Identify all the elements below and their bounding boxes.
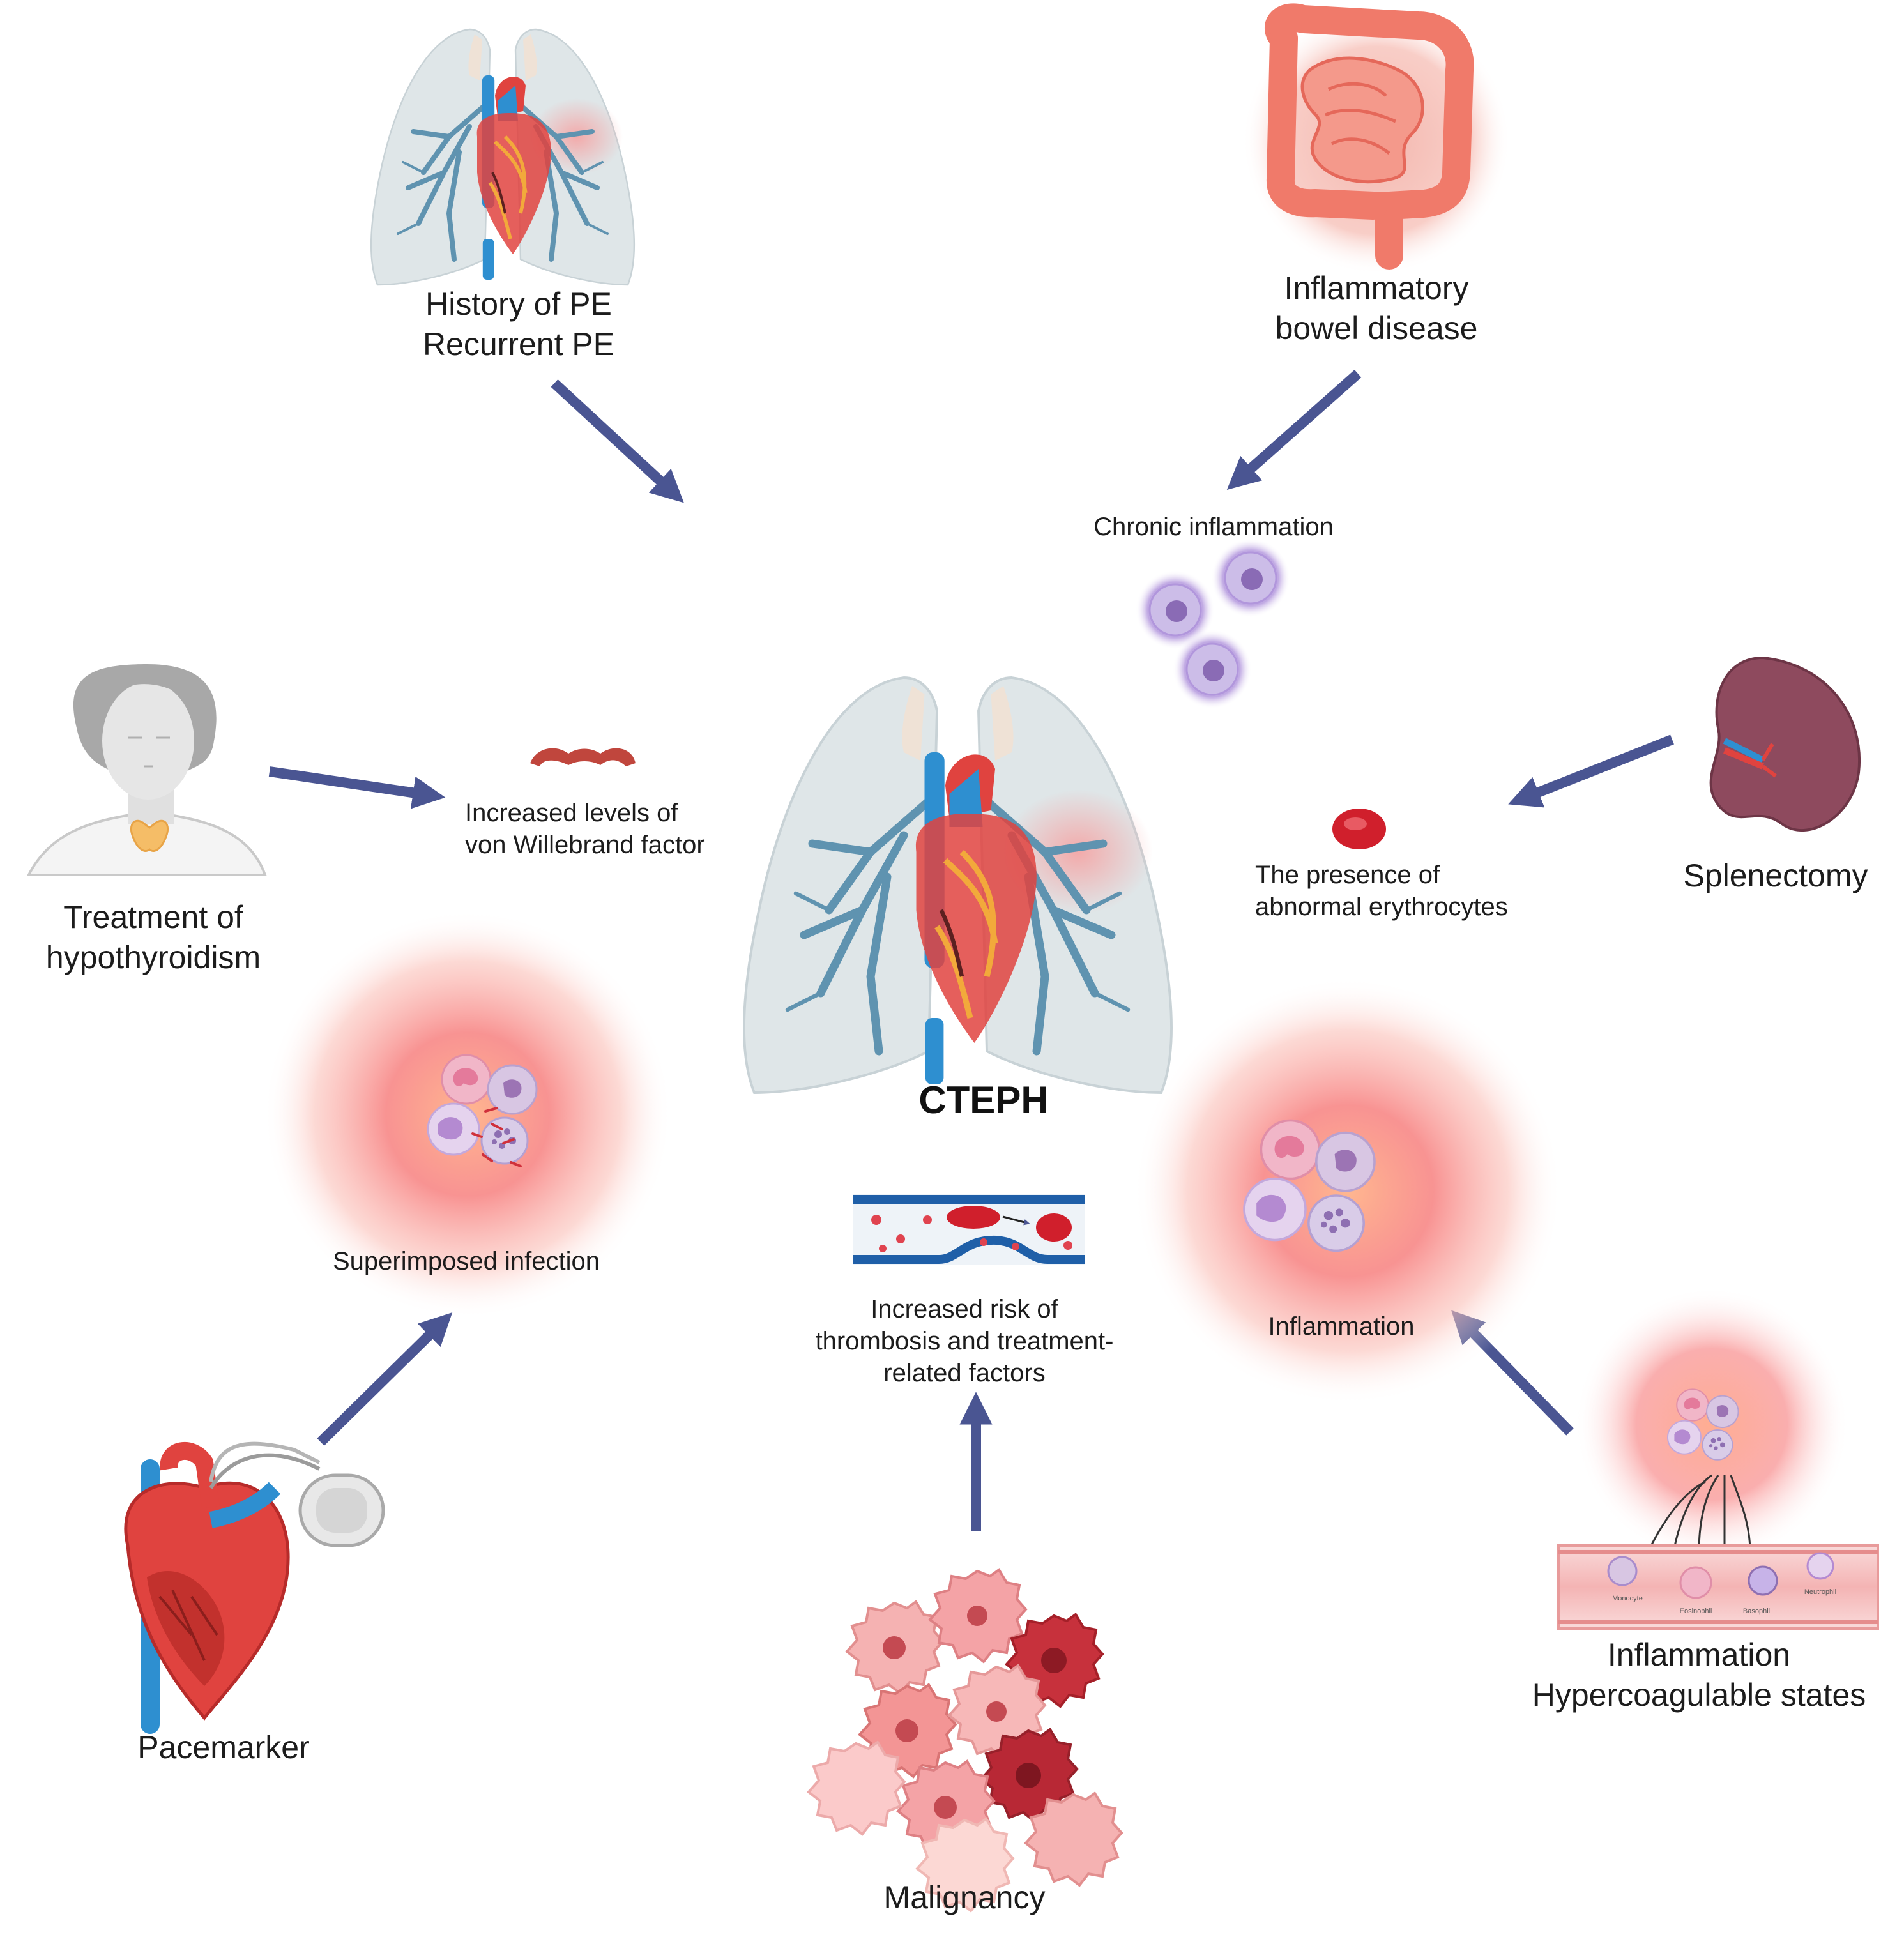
intestine-illustration	[1242, 3, 1511, 275]
label-ibd-line1: Inflammatory	[1284, 270, 1469, 306]
label-erythrocytes-line1: The presence of	[1255, 861, 1440, 889]
label-splenectomy: Splenectomy	[1683, 858, 1868, 893]
label-erythrocytes-line2: abnormal erythrocytes	[1255, 893, 1508, 921]
label-erythrocytes: The presence of abnormal erythrocytes	[1255, 859, 1555, 923]
inflammation-illustration	[1134, 977, 1562, 1405]
vwf-protein-icon	[530, 748, 636, 766]
leukocyte-label-eosinophil: Eosinophil	[1680, 1607, 1712, 1615]
label-thrombosis-line2: thrombosis and treatment-	[815, 1327, 1114, 1355]
label-pe-line2: Recurrent PE	[422, 326, 615, 362]
label-pe-line1: History of PE	[425, 286, 612, 322]
diagram-title: CTEPH	[918, 1079, 1049, 1121]
label-hypothyroidism-line1: Treatment of	[63, 899, 243, 935]
label-hypercoagulable-line2: Hypercoagulable states	[1532, 1676, 1866, 1713]
thyroid-patient-illustration	[26, 664, 267, 876]
erythrocyte-icon	[1332, 809, 1386, 849]
malignancy-illustration	[807, 1569, 1123, 1912]
label-ibd-line2: bowel disease	[1275, 310, 1478, 346]
label-vwf: Increased levels of von Willebrand facto…	[465, 797, 740, 861]
label-thrombosis-line3: related factors	[883, 1359, 1046, 1387]
pacemaker-illustration	[124, 1441, 385, 1734]
leukocyte-label-monocyte: Monocyte	[1612, 1595, 1643, 1602]
label-thrombosis-line1: Increased risk of	[871, 1295, 1058, 1323]
label-hypothyroidism-line2: hypothyroidism	[45, 939, 261, 975]
arrow-pe-to-cteph	[551, 379, 684, 503]
label-hypercoagulable-line1: Inflammation	[1607, 1637, 1791, 1673]
arrow-hypothyroidism-to-vwf	[268, 766, 446, 809]
label-hypercoagulable: Inflammation Hypercoagulable states	[1507, 1635, 1891, 1715]
label-superimposed-infection: Superimposed infection	[332, 1247, 600, 1275]
leukocyte-label-basophil: Basophil	[1743, 1607, 1770, 1615]
label-chronic-inflammation: Chronic inflammation	[1093, 513, 1334, 541]
arrow-splenectomy-to-erythrocytes	[1508, 734, 1674, 808]
label-vwf-line2: von Willebrand factor	[465, 831, 705, 859]
label-hypothyroidism: Treatment of hypothyroidism	[13, 897, 294, 977]
arrow-pacemaker-to-infection	[317, 1312, 453, 1446]
pe-lungs-illustration	[371, 29, 634, 285]
arrows	[268, 370, 1674, 1531]
leukocyte-label-neutrophil: Neutrophil	[1804, 1588, 1836, 1596]
hypercoagulable-illustration: Monocyte Eosinophil Basophil Neutrophil	[1557, 1287, 1879, 1630]
chronic-inflammation-cells	[1134, 537, 1291, 710]
label-vwf-line1: Increased levels of	[465, 799, 678, 827]
label-inflammation: Inflammation	[1268, 1312, 1415, 1341]
cteph-lungs-illustration	[744, 678, 1171, 1093]
label-ibd: Inflammatory bowel disease	[1239, 268, 1514, 348]
label-pe: History of PE Recurrent PE	[391, 284, 646, 364]
label-pacemaker: Pacemarker	[137, 1729, 310, 1765]
thrombosis-vessel-illustration	[853, 1194, 1085, 1265]
superimposed-infection-illustration	[263, 910, 672, 1319]
spleen-illustration	[1709, 656, 1861, 832]
arrow-ibd-to-chronic-inflammation	[1226, 370, 1362, 490]
label-malignancy: Malignancy	[883, 1880, 1046, 1915]
label-thrombosis: Increased risk of thrombosis and treatme…	[779, 1293, 1150, 1389]
